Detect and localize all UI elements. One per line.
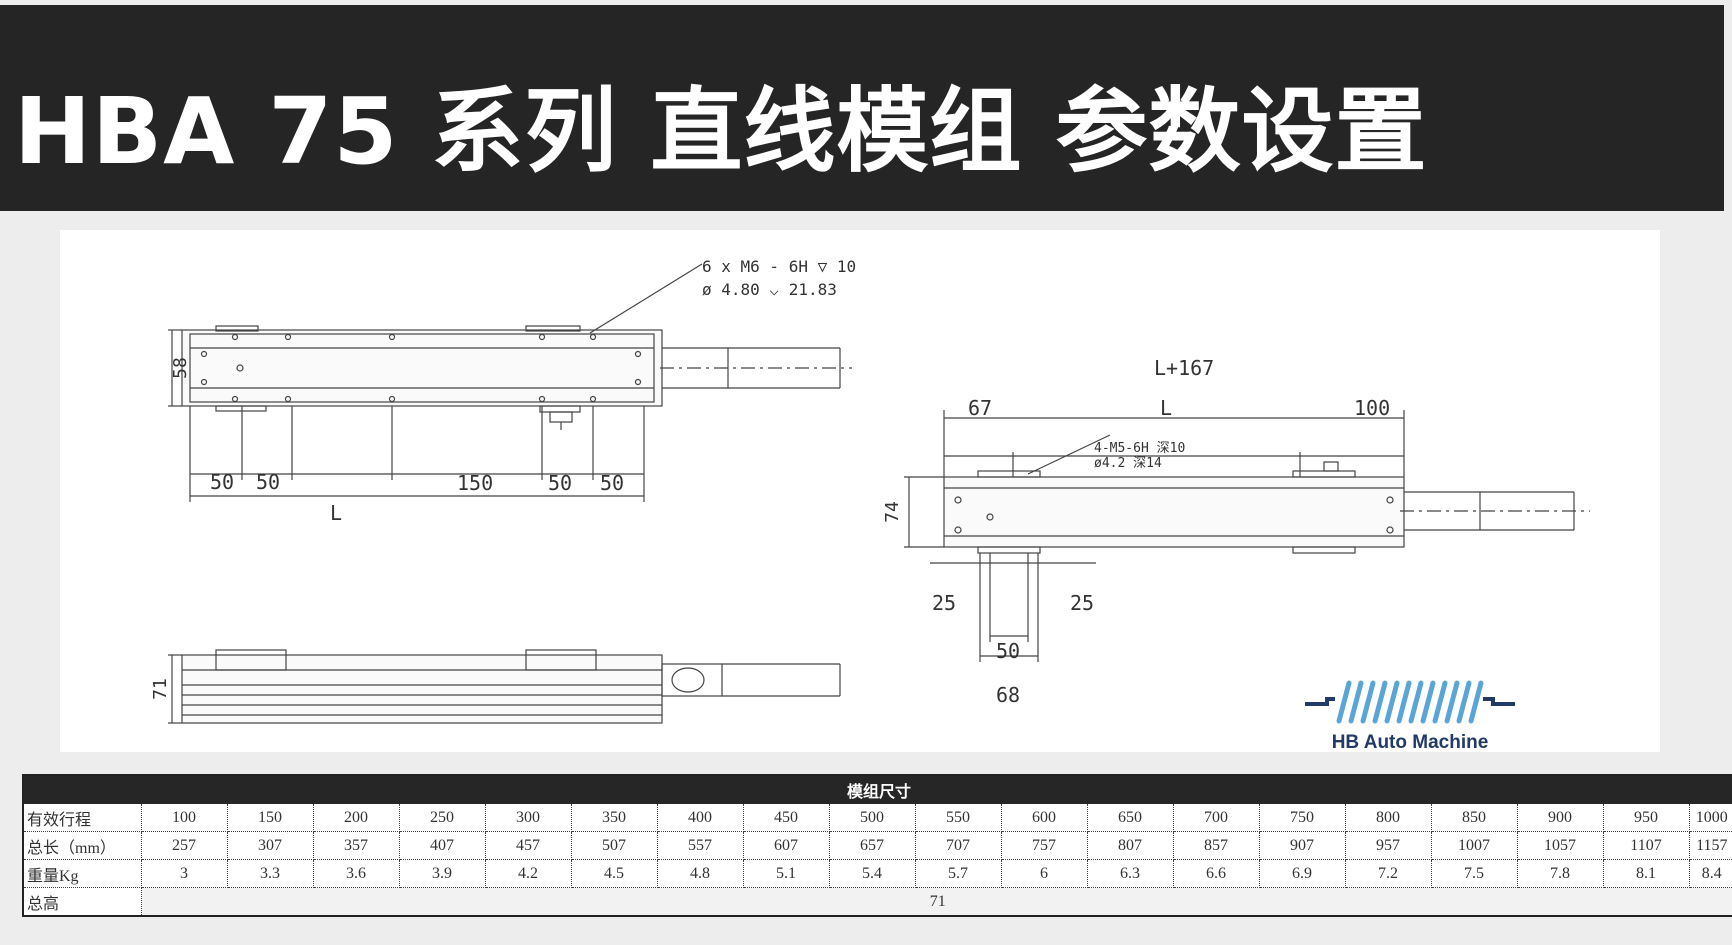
table-cell: 1057 <box>1517 831 1604 860</box>
table-cell: 5.7 <box>915 859 1002 888</box>
table-cell: 900 <box>1517 804 1604 832</box>
row-label: 总长（mm） <box>23 831 142 860</box>
table-cell: 400 <box>657 804 744 832</box>
row-label: 总高 <box>23 887 142 917</box>
dim-25-b: 25 <box>1070 591 1094 615</box>
table-cell: 1000 <box>1689 804 1732 832</box>
table-cell: 407 <box>399 831 486 860</box>
callout-top-line2: ø 4.80 ⌵ 21.83 <box>702 280 837 299</box>
table-cell: 657 <box>829 831 916 860</box>
table-cell: 850 <box>1431 804 1518 832</box>
table-cell: 4.8 <box>657 859 744 888</box>
table-cell: 200 <box>313 804 400 832</box>
total-height-value: 71 <box>141 887 1732 917</box>
table-cell: 700 <box>1173 804 1260 832</box>
table-cell: 257 <box>141 831 228 860</box>
table-cell: 5.1 <box>743 859 830 888</box>
table-cell: 3 <box>141 859 228 888</box>
table-cell: 357 <box>313 831 400 860</box>
table-cell: 507 <box>571 831 658 860</box>
table-cell: 600 <box>1001 804 1088 832</box>
table-cell: 557 <box>657 831 744 860</box>
table-title-row: 模组尺寸 <box>23 775 1732 804</box>
table-cell: 3.9 <box>399 859 486 888</box>
table-cell: 1007 <box>1431 831 1518 860</box>
table-cell: 807 <box>1087 831 1174 860</box>
table-cell: 150 <box>227 804 314 832</box>
dim-68: 68 <box>996 683 1020 707</box>
table-cell: 8.4 <box>1689 859 1732 888</box>
table-cell: 350 <box>571 804 658 832</box>
callout-right-line1: 4-M5-6H 深10 <box>1094 441 1185 456</box>
drawing-panel: 6 x M6 - 6H ▽ 10 ø 4.80 ⌵ 21.83 58 50 50… <box>60 230 1660 752</box>
table-cell: 250 <box>399 804 486 832</box>
table-cell: 7.8 <box>1517 859 1604 888</box>
header-banner: HBA 75 系列 直线模组 参数设置 <box>0 5 1724 211</box>
dim-74: 74 <box>882 501 903 523</box>
table-cell: 3.3 <box>227 859 314 888</box>
table-cell: 100 <box>141 804 228 832</box>
table-cell: 750 <box>1259 804 1346 832</box>
technical-drawing: 6 x M6 - 6H ▽ 10 ø 4.80 ⌵ 21.83 58 50 50… <box>150 257 1590 724</box>
dim-25-a: 25 <box>932 591 956 615</box>
table-cell: 800 <box>1345 804 1432 832</box>
table-cell: 550 <box>915 804 1002 832</box>
table-cell: 957 <box>1345 831 1432 860</box>
dim-67: 67 <box>968 396 992 420</box>
table-cell: 707 <box>915 831 1002 860</box>
table-cell: 307 <box>227 831 314 860</box>
table-cell: 857 <box>1173 831 1260 860</box>
table-cell: 4.5 <box>571 859 658 888</box>
table-cell: 3.6 <box>313 859 400 888</box>
page-title: HBA 75 系列 直线模组 参数设置 <box>14 78 1428 185</box>
dim-58: 58 <box>170 357 191 379</box>
table-cell: 6.3 <box>1087 859 1174 888</box>
dim-50-d: 50 <box>600 471 624 495</box>
callout-top-line1: 6 x M6 - 6H ▽ 10 <box>702 257 856 276</box>
dim-71: 71 <box>150 678 171 700</box>
hb-logo: HB Auto Machine <box>1305 675 1515 757</box>
table-cell: 757 <box>1001 831 1088 860</box>
dim-L-top: L <box>330 501 342 525</box>
table-cell: 5.4 <box>829 859 916 888</box>
table-cell: 6 <box>1001 859 1088 888</box>
table-cell: 1107 <box>1603 831 1690 860</box>
table-cell: 1157 <box>1689 831 1732 860</box>
dim-50-a: 50 <box>210 470 234 494</box>
table-cell: 500 <box>829 804 916 832</box>
hb-logo-icon <box>1305 680 1515 724</box>
table-title: 模组尺寸 <box>23 775 1732 804</box>
dim-50-b: 50 <box>256 470 280 494</box>
table-cell: 6.6 <box>1173 859 1260 888</box>
table-cell: 6.9 <box>1259 859 1346 888</box>
dim-50-c: 50 <box>548 471 572 495</box>
dim-150: 150 <box>457 471 493 495</box>
table-cell: 457 <box>485 831 572 860</box>
table-cell: 950 <box>1603 804 1690 832</box>
callout-right-line2: ø4.2 深14 <box>1094 456 1162 471</box>
table-cell: 907 <box>1259 831 1346 860</box>
table-cell: 4.2 <box>485 859 572 888</box>
table-cell: 450 <box>743 804 830 832</box>
table-cell: 7.2 <box>1345 859 1432 888</box>
dim-50-e: 50 <box>996 639 1020 663</box>
dim-100: 100 <box>1354 396 1390 420</box>
table-cell: 607 <box>743 831 830 860</box>
table-cell: 8.1 <box>1603 859 1690 888</box>
table-cell: 7.5 <box>1431 859 1518 888</box>
row-label: 重量Kg <box>23 859 142 888</box>
table-cell: 650 <box>1087 804 1174 832</box>
table-cell: 300 <box>485 804 572 832</box>
dim-L-right: L <box>1160 396 1172 420</box>
dim-L-plus-167: L+167 <box>1154 356 1214 380</box>
logo-text: HB Auto Machine <box>1331 732 1489 753</box>
row-label: 有效行程 <box>23 804 142 832</box>
